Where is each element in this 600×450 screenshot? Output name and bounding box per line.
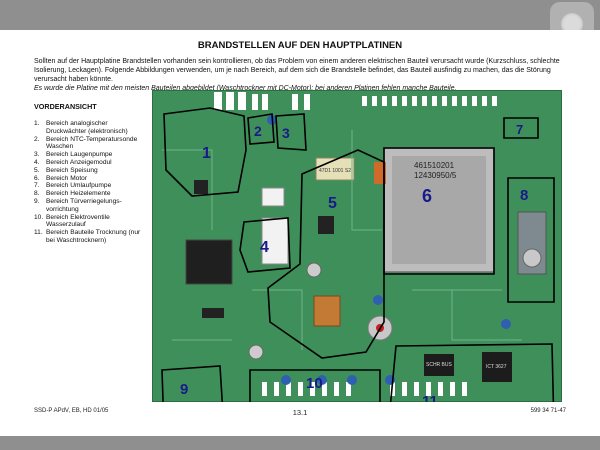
zone-5-outline [267,149,385,359]
zone-7-outline [503,117,539,139]
intro-note: Es wurde die Platine mit den meisten Bau… [34,85,457,92]
legend-item-number: 8. [34,190,40,198]
pcb-photo: 461510201 12430950/5 47D1 1001 S2 [152,90,562,402]
connector-block-b [261,217,289,265]
legend-item: 11.Bereich Bauteile Trocknung (nur bei W… [34,229,149,245]
legend-item-number: 6. [34,174,40,182]
connector-block-a [261,187,285,207]
pcb-illustration: 461510201 12430950/5 47D1 1001 S2 [152,90,562,402]
small-relay-2-text: ICT 3627 [486,364,507,370]
legend-item: 6. Bereich Motor [34,175,149,183]
zone-label-5: 5 [328,195,337,212]
legend-item-number: 9. [34,197,40,205]
circle-icon [561,13,583,35]
zone-label-8: 8 [520,187,528,204]
microcontroller-chip [185,239,233,285]
zone-label-10: 10 [306,375,323,392]
legend-item-text: Bereich Elektroventile Wasserzulauf [46,213,110,229]
legend-item-number: 4. [34,158,40,166]
legend-item: 9. Bereich Türverriegelungs-vorrichtung [34,198,149,214]
legend-item-number: 11. [34,229,43,237]
orange-capacitor [374,162,386,184]
zone-11-outline [389,343,555,402]
legend-item: 7. Bereich Umlaufpumpe [34,182,149,190]
zone-label-1: 1 [202,145,211,162]
page-number: 13.1 [292,408,308,417]
zone-legend: 1. Bereich analogischer Druckwächter (ele… [34,120,149,245]
intro-paragraph: Sollten auf der Hauptplatine Brandstelle… [34,58,560,83]
small-relay-1 [424,354,454,376]
legend-item-text: Bereich Speisung [46,166,98,174]
zone-label-11: 11 [422,393,438,402]
zone-2-outline [247,113,275,145]
zone-label-9: 9 [180,381,188,398]
capacitor-3 [248,344,264,360]
viewer-top-bar [0,0,600,30]
zone-1-outline [163,107,247,197]
legend-item-number: 7. [34,182,40,190]
section-heading: VORDERANSICHT [34,102,97,111]
small-relay-2 [482,352,512,382]
zone-label-6: 6 [422,186,432,206]
small-relay-1-text: SCHR BUS [426,362,453,368]
legend-item: 4. Bereich Anzeigemodul [34,159,149,167]
zone-8-outline [507,177,555,303]
legend-item: 5. Bereich Speisung [34,167,149,175]
zone-3-outline [275,113,307,151]
zone-labels: 1 2 3 4 5 6 7 8 9 10 11 [180,122,528,402]
legend-item-text: Bereich Umlaufpumpe [46,182,112,190]
zone-label-2: 2 [254,123,262,139]
top-connector-slots [214,92,497,110]
zone-label-7: 7 [516,122,523,137]
capacitor-2 [306,262,322,278]
legend-item-number: 3. [34,151,40,159]
zone-label-3: 3 [282,125,290,141]
legend-item: 1. Bereich analogischer Druckwächter (ele… [34,120,149,136]
legend-item-number: 1. [34,120,40,127]
footer-right: 599 34 71-47 [530,408,566,414]
relay-text-1: 461510201 [414,161,455,170]
legend-item: 8. Bereich Heizelemente [34,190,149,198]
chip-text: 47D1 1001 S2 [319,168,351,174]
legend-item-text: Bereich Türverriegelungs-vorrichtung [46,197,122,213]
heater-relay-coil [522,248,542,268]
zone-6-outline [383,147,495,275]
legend-item-text: Bereich Laugenpumpe [46,151,113,159]
zone-outlines [161,107,555,402]
zone-10-outline [249,369,381,402]
footer-left: SSD-P APdV, EB, HD 01/05 [34,408,109,414]
legend-item-text: Bereich analogischer Druckwächter (elekt… [46,120,128,135]
legend-item-number: 10. [34,213,44,221]
pcb-traces [162,130,522,350]
motor-relay-face [392,156,486,264]
page-title: BRANDSTELLEN AUF DEN HAUPTPLATINEN [197,40,403,51]
legend-item: 10.Bereich Elektroventile Wasserzulauf [34,214,149,230]
legend-item: 2. Bereich NTC-Temperatursonde Waschen [34,136,149,152]
document-page: BRANDSTELLEN AUF DEN HAUPTPLATINEN Sollt… [0,30,600,436]
small-ic-1 [194,180,208,194]
legend-item-text: Bereich Motor [46,174,88,182]
legend-item: 3. Bereich Laugenpumpe [34,151,149,159]
legend-item-text: Bereich Anzeigemodul [46,158,112,166]
legend-item-text: Bereich NTC-Temperatursonde Waschen [46,135,138,151]
legend-item-text: Bereich Bauteile Trocknung (nur bei Wasc… [46,229,141,244]
relay-text-2: 12430950/5 [414,171,457,180]
zone-label-4: 4 [260,239,269,256]
zone-9-outline [161,365,224,402]
legend-item-text: Bereich Heizelemente [46,190,111,198]
small-ic-3 [202,308,224,318]
transformer-coil [313,295,341,327]
legend-item-number: 2. [34,135,40,143]
intro-text: Sollten auf der Hauptplatine Brandstelle… [34,57,574,93]
zone-4-outline [239,217,291,273]
viewer-bottom-bar [0,436,600,450]
small-ic-2 [318,216,334,234]
legend-item-number: 5. [34,166,40,174]
